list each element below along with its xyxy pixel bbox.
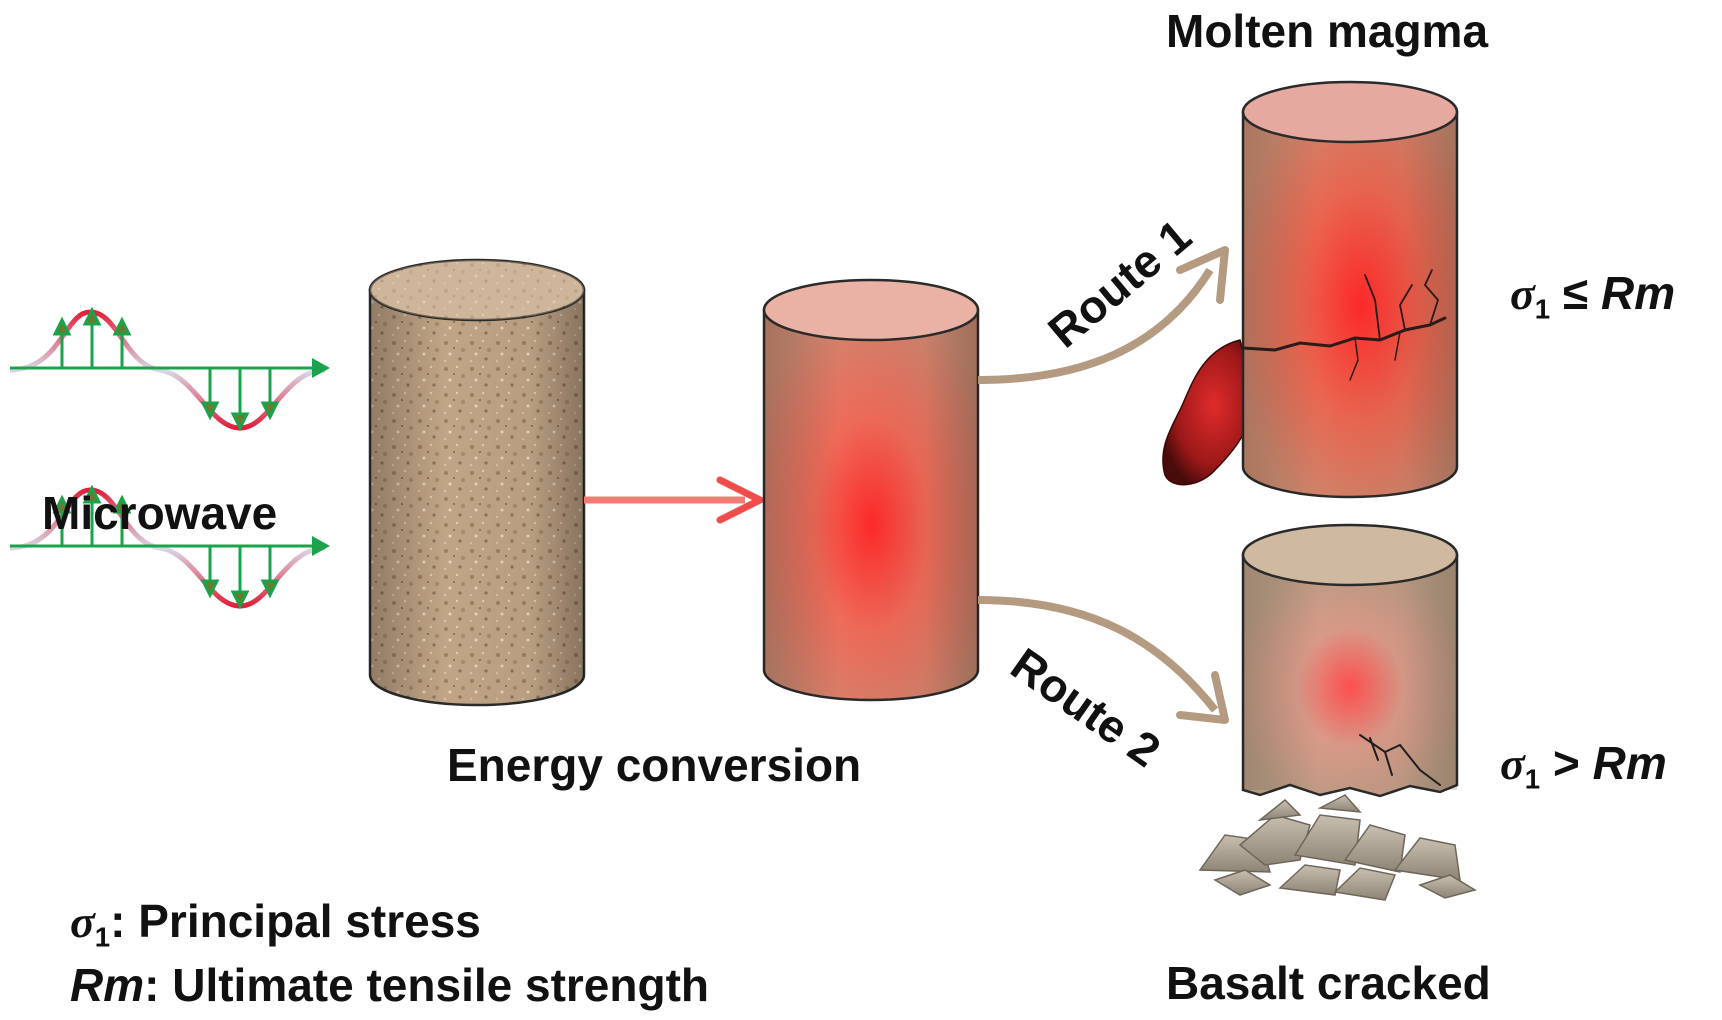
energy-conversion-label: Energy conversion xyxy=(447,739,862,791)
rm-symbol: Rm xyxy=(1592,737,1667,789)
molten-cracks xyxy=(1241,269,1447,381)
sigma-symbol: σ xyxy=(1500,738,1525,789)
sigma-subscript: 1 xyxy=(1534,293,1551,325)
operator: ≤ xyxy=(1562,267,1589,319)
microwave-label: Microwave xyxy=(42,487,278,539)
sigma-symbol: σ xyxy=(1510,268,1535,319)
rm-symbol: Rm xyxy=(70,959,145,1011)
route1-arrow xyxy=(977,246,1229,384)
rubble xyxy=(1198,794,1477,901)
cracked-cracks xyxy=(1359,734,1441,786)
legend-sigma: σ1: Principal stress xyxy=(70,898,481,951)
conversion-arrow xyxy=(584,476,764,524)
molten-cylinder xyxy=(1241,80,1459,499)
molten-magma-label: Molten magma xyxy=(1166,5,1489,57)
heated-cylinder xyxy=(762,278,980,702)
sigma-subscript: 1 xyxy=(94,921,111,953)
operator: > xyxy=(1552,737,1580,789)
rm-symbol: Rm xyxy=(1600,267,1676,319)
legend-rm-text: : Ultimate tensile strength xyxy=(144,959,709,1011)
magma-blob xyxy=(1162,339,1256,486)
sigma-subscript: 1 xyxy=(1524,763,1541,795)
basalt-cracked-label: Basalt cracked xyxy=(1166,957,1491,1009)
legend-rm: Rm: Ultimate tensile strength xyxy=(70,962,709,1008)
legend-sigma-text: : Principal stress xyxy=(110,895,481,947)
microwave-wave-bottom xyxy=(9,484,330,610)
sigma-symbol: σ xyxy=(70,896,95,947)
cracked-cylinder xyxy=(1241,523,1459,798)
route2-condition: σ1 > Rm xyxy=(1500,740,1667,793)
route2-arrow xyxy=(977,596,1229,724)
microwave-wave-top xyxy=(9,306,330,432)
basalt-cylinder xyxy=(368,258,586,707)
route1-condition: σ1 ≤ Rm xyxy=(1510,270,1675,323)
